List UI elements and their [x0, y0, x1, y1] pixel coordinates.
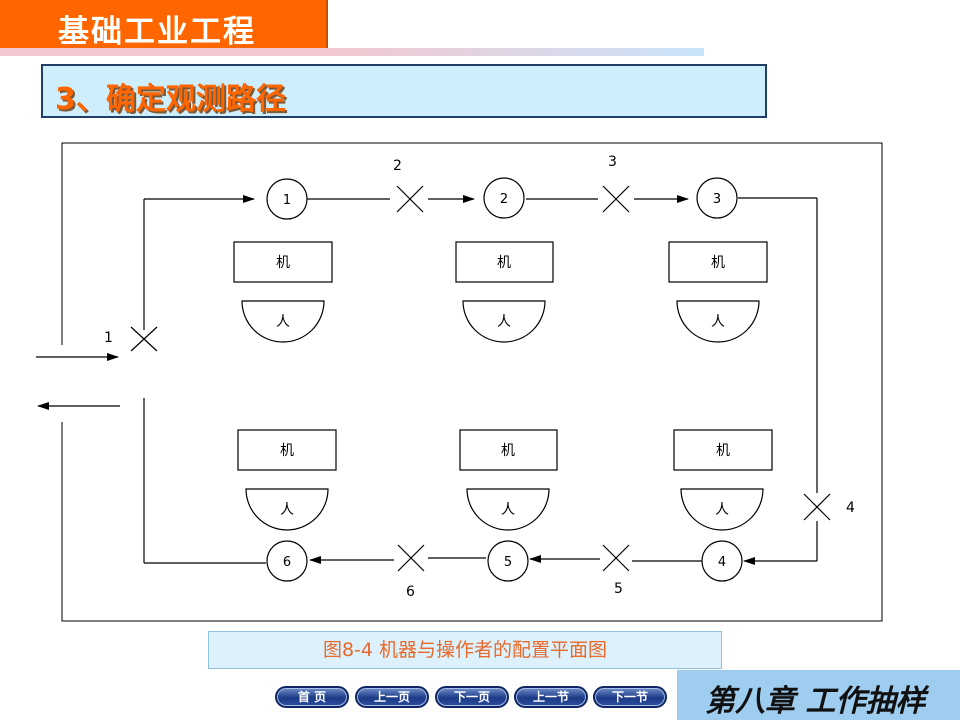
operator-label: 人	[276, 314, 290, 330]
title-bar: 基础工业工程	[0, 0, 328, 50]
machine-label: 机	[711, 255, 725, 271]
observation-point-5	[602, 544, 630, 572]
operator-shape	[466, 488, 550, 531]
machine-box	[668, 241, 768, 283]
machine-box	[459, 429, 558, 471]
operator-shape	[680, 488, 764, 531]
station-label: 2	[500, 192, 508, 207]
operator-shape	[462, 300, 546, 343]
machine-label: 机	[276, 255, 290, 271]
prev-page-button[interactable]: 上一页	[355, 686, 429, 708]
course-title: 基础工业工程	[58, 14, 256, 50]
operator-label: 人	[501, 502, 515, 518]
title-gradient-bar	[328, 48, 704, 56]
operator-label: 人	[497, 314, 511, 330]
machine-box	[673, 429, 773, 471]
machine-box	[237, 429, 337, 471]
observation-point-4	[803, 493, 831, 521]
machine-box	[455, 241, 554, 283]
observation-point-3	[602, 185, 630, 213]
operator-label: 人	[711, 314, 725, 330]
operator-shape	[676, 300, 760, 343]
observation-label: 3	[608, 154, 617, 170]
station-circle	[483, 177, 525, 219]
station-label: 5	[504, 555, 512, 570]
operator-label: 人	[715, 502, 729, 518]
title-underline	[0, 48, 328, 56]
observation-label: 5	[614, 581, 623, 597]
section-heading-box: 3、确定观测路径	[41, 64, 767, 118]
station-circle	[487, 540, 529, 582]
next-page-button[interactable]: 下一页	[435, 686, 509, 708]
operator-label: 人	[280, 502, 294, 518]
station-label: 1	[283, 193, 291, 208]
machine-label: 机	[497, 255, 511, 271]
prev-section-button[interactable]: 上一节	[514, 686, 588, 708]
machine-label: 机	[716, 443, 730, 459]
observation-point-6	[397, 544, 425, 572]
station-circle	[701, 540, 743, 582]
operator-shape	[241, 300, 325, 343]
station-label: 6	[283, 555, 291, 570]
station-circle	[266, 540, 308, 582]
figure-caption: 图8-4 机器与操作者的配置平面图	[322, 639, 608, 661]
home-button[interactable]: 首 页	[275, 686, 349, 708]
machine-label: 机	[501, 443, 515, 459]
caption-box: 图8-4 机器与操作者的配置平面图	[208, 631, 722, 669]
observation-point-1	[130, 326, 158, 352]
observation-point-2	[396, 185, 424, 213]
observation-label: 6	[406, 584, 415, 600]
next-section-button[interactable]: 下一节	[593, 686, 667, 708]
station-circle	[266, 178, 308, 220]
machine-label: 机	[280, 443, 294, 459]
machine-box	[233, 241, 333, 283]
station-label: 3	[713, 192, 721, 207]
section-heading: 3、确定观测路径	[55, 82, 286, 117]
observation-label: 2	[393, 158, 402, 174]
chapter-title: 第八章 工作抽样	[705, 684, 926, 719]
observation-label: 1	[104, 330, 113, 346]
station-label: 4	[718, 555, 726, 570]
station-circle	[696, 177, 738, 219]
chapter-banner: 第八章 工作抽样	[677, 670, 960, 720]
diagram-frame	[61, 142, 883, 622]
observation-label: 4	[846, 500, 855, 516]
operator-shape	[245, 488, 329, 531]
